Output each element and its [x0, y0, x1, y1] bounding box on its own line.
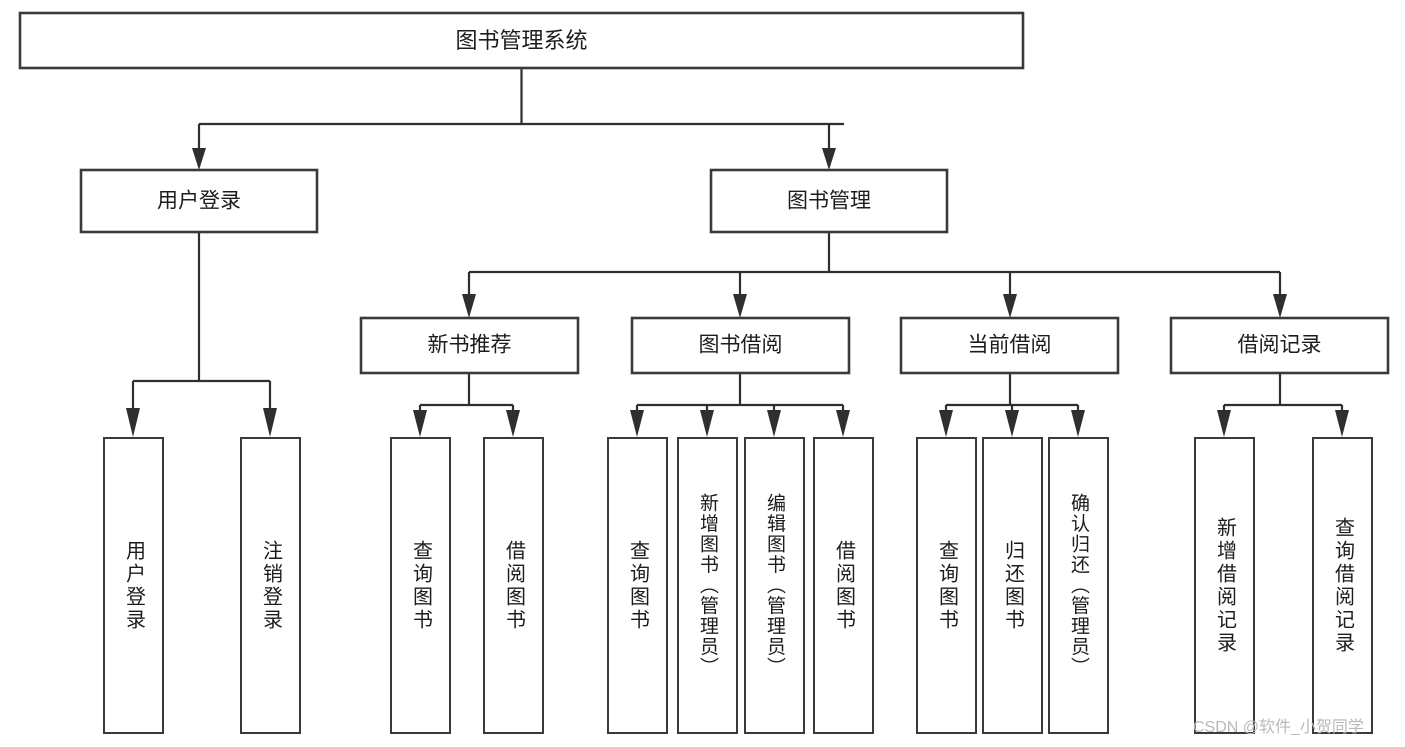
arrow-head-leaf-current-borrow-3: [1071, 410, 1085, 437]
node-new-book-recommend[interactable]: 新书推荐: [359, 316, 580, 375]
node-book-borrow-label: 图书借阅: [699, 334, 783, 357]
arrow-head-leaf-book-borrow-1: [630, 410, 644, 437]
leaf-node-search-book-borrow[interactable]: 查询图书: [607, 437, 668, 734]
leaf-label-search-book-borrow: 查询图书: [626, 539, 649, 632]
leaf-label-search-book-recommend: 查询图书: [409, 539, 432, 632]
arrow-head-new-book-recommend: [462, 294, 476, 318]
leaf-label-edit-book-admin: 编辑图书（管理员）: [764, 493, 785, 678]
node-book-borrow[interactable]: 图书借阅: [630, 316, 851, 375]
arrow-head-leaf-book-borrow-3: [767, 410, 781, 437]
leaf-label-search-book-current: 查询图书: [935, 539, 958, 632]
leaf-node-confirm-return-admin[interactable]: 确认归还（管理员）: [1048, 437, 1109, 734]
arrow-head-leaf-current-borrow-1: [939, 410, 953, 437]
leaf-label-borrow-book: 借阅图书: [832, 539, 855, 632]
arrow-head-leaf-new-book-2: [506, 410, 520, 437]
node-new-book-recommend-box[interactable]: [359, 316, 580, 375]
connector-group-borrow-record-leaves: [1217, 373, 1349, 437]
leaf-node-logout[interactable]: 注销登录: [240, 437, 301, 734]
node-borrow-record-label: 借阅记录: [1238, 334, 1322, 357]
node-borrow-record[interactable]: 借阅记录: [1169, 316, 1390, 375]
connector-group-root-to-level2: [192, 68, 844, 170]
connector-group-book-borrow-leaves: [630, 373, 850, 437]
node-user-login-box[interactable]: [79, 168, 319, 234]
leaf-label-add-borrow-record: 新增借阅记录: [1213, 516, 1236, 655]
node-current-borrow-label: 当前借阅: [968, 334, 1052, 357]
leaf-label-borrow-book-recommend: 借阅图书: [502, 539, 525, 632]
node-borrow-record-box[interactable]: [1169, 316, 1390, 375]
node-root[interactable]: 图书管理系统: [18, 11, 1025, 70]
arrow-head-book-manage: [822, 148, 836, 170]
leaf-node-borrow-book-recommend[interactable]: 借阅图书: [483, 437, 544, 734]
leaf-label-confirm-return-admin: 确认归还（管理员）: [1068, 493, 1089, 678]
node-current-borrow-box[interactable]: [899, 316, 1120, 375]
arrow-head-leaf-borrow-record-2: [1335, 410, 1349, 437]
arrow-head-leaf-book-borrow-4: [836, 410, 850, 437]
arrow-head-leaf-borrow-record-1: [1217, 410, 1231, 437]
node-book-manage[interactable]: 图书管理: [709, 168, 949, 234]
arrow-head-leaf-user-login-1: [126, 408, 140, 437]
leaf-node-borrow-book[interactable]: 借阅图书: [813, 437, 874, 734]
leaf-label-add-book-admin: 新增图书（管理员）: [697, 493, 718, 678]
leaf-label-user-login: 用户登录: [122, 539, 145, 632]
node-new-book-recommend-label: 新书推荐: [428, 334, 512, 357]
leaf-label-logout: 注销登录: [259, 539, 282, 632]
node-root-label: 图书管理系统: [455, 28, 587, 53]
node-book-manage-label: 图书管理: [787, 190, 871, 213]
connector-group-new-book-leaves: [413, 373, 520, 437]
arrow-head-leaf-user-login-2: [263, 408, 277, 437]
leaf-node-return-book[interactable]: 归还图书: [982, 437, 1043, 734]
arrow-head-borrow-record: [1273, 294, 1287, 318]
leaf-node-edit-book-admin[interactable]: 编辑图书（管理员）: [744, 437, 805, 734]
node-user-login-label: 用户登录: [157, 190, 241, 213]
leaf-node-add-book-admin[interactable]: 新增图书（管理员）: [677, 437, 738, 734]
node-user-login[interactable]: 用户登录: [79, 168, 319, 234]
connector-group-book-manage-to-level3: [462, 232, 1287, 318]
node-current-borrow[interactable]: 当前借阅: [899, 316, 1120, 375]
leaf-node-search-borrow-record[interactable]: 查询借阅记录: [1312, 437, 1373, 734]
node-book-borrow-box[interactable]: [630, 316, 851, 375]
leaf-label-return-book: 归还图书: [1001, 539, 1024, 632]
connector-group-current-borrow-leaves: [939, 373, 1085, 437]
leaf-label-search-borrow-record: 查询借阅记录: [1331, 516, 1354, 655]
arrow-head-leaf-new-book-1: [413, 410, 427, 437]
connector-group-user-login-leaves: [126, 232, 277, 437]
arrow-head-leaf-current-borrow-2: [1005, 410, 1019, 437]
arrow-head-user-login: [192, 148, 206, 170]
leaf-node-search-book-current[interactable]: 查询图书: [916, 437, 977, 734]
arrow-head-book-borrow: [733, 294, 747, 318]
arrow-head-leaf-book-borrow-2: [700, 410, 714, 437]
leaf-node-add-borrow-record[interactable]: 新增借阅记录: [1194, 437, 1255, 734]
arrow-head-current-borrow: [1003, 294, 1017, 318]
node-root-box[interactable]: [18, 11, 1025, 70]
leaf-node-search-book-recommend[interactable]: 查询图书: [390, 437, 451, 734]
node-book-manage-box[interactable]: [709, 168, 949, 234]
leaf-node-user-login[interactable]: 用户登录: [103, 437, 164, 734]
